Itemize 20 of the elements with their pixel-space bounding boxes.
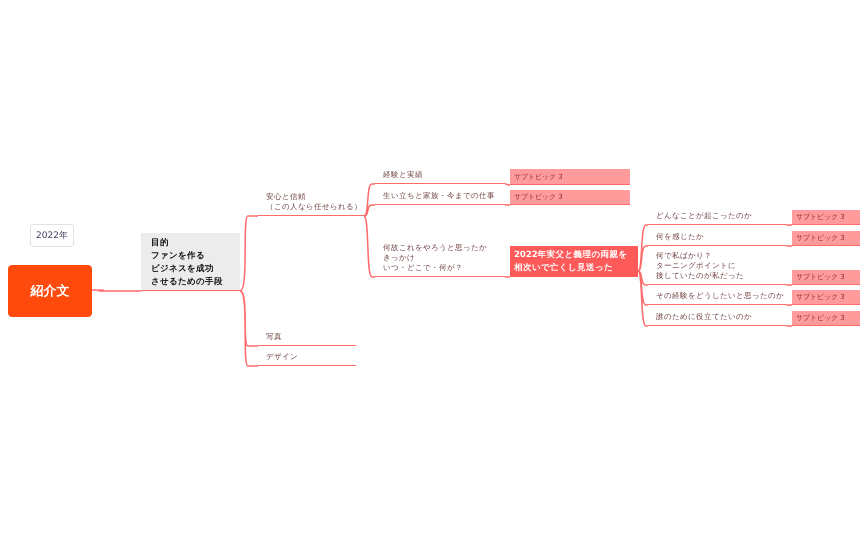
connector-line	[364, 183, 375, 217]
connector-line	[505, 276, 510, 278]
connector-line	[786, 304, 792, 306]
connector-line	[786, 224, 792, 226]
connector-line	[240, 290, 258, 347]
highlight-topic-box: 2022年実父と義理の両親を相次いで亡くし見送った	[510, 246, 638, 277]
connector-line	[638, 224, 648, 272]
label-box: 2022年	[30, 224, 74, 247]
connector-line	[638, 270, 648, 286]
connector-line	[786, 325, 792, 327]
connector-line	[505, 204, 510, 206]
connector-line	[92, 289, 141, 292]
connector-line	[240, 290, 258, 367]
connector-line	[786, 245, 792, 247]
connector-line	[364, 204, 375, 217]
connector-line	[786, 284, 792, 286]
connector-line	[504, 183, 511, 186]
root-topic-box: 紹介文	[8, 265, 92, 317]
topic-box: 目的ファンを作るビジネスを成功させるための手段	[141, 233, 240, 291]
connector-line	[638, 245, 648, 272]
